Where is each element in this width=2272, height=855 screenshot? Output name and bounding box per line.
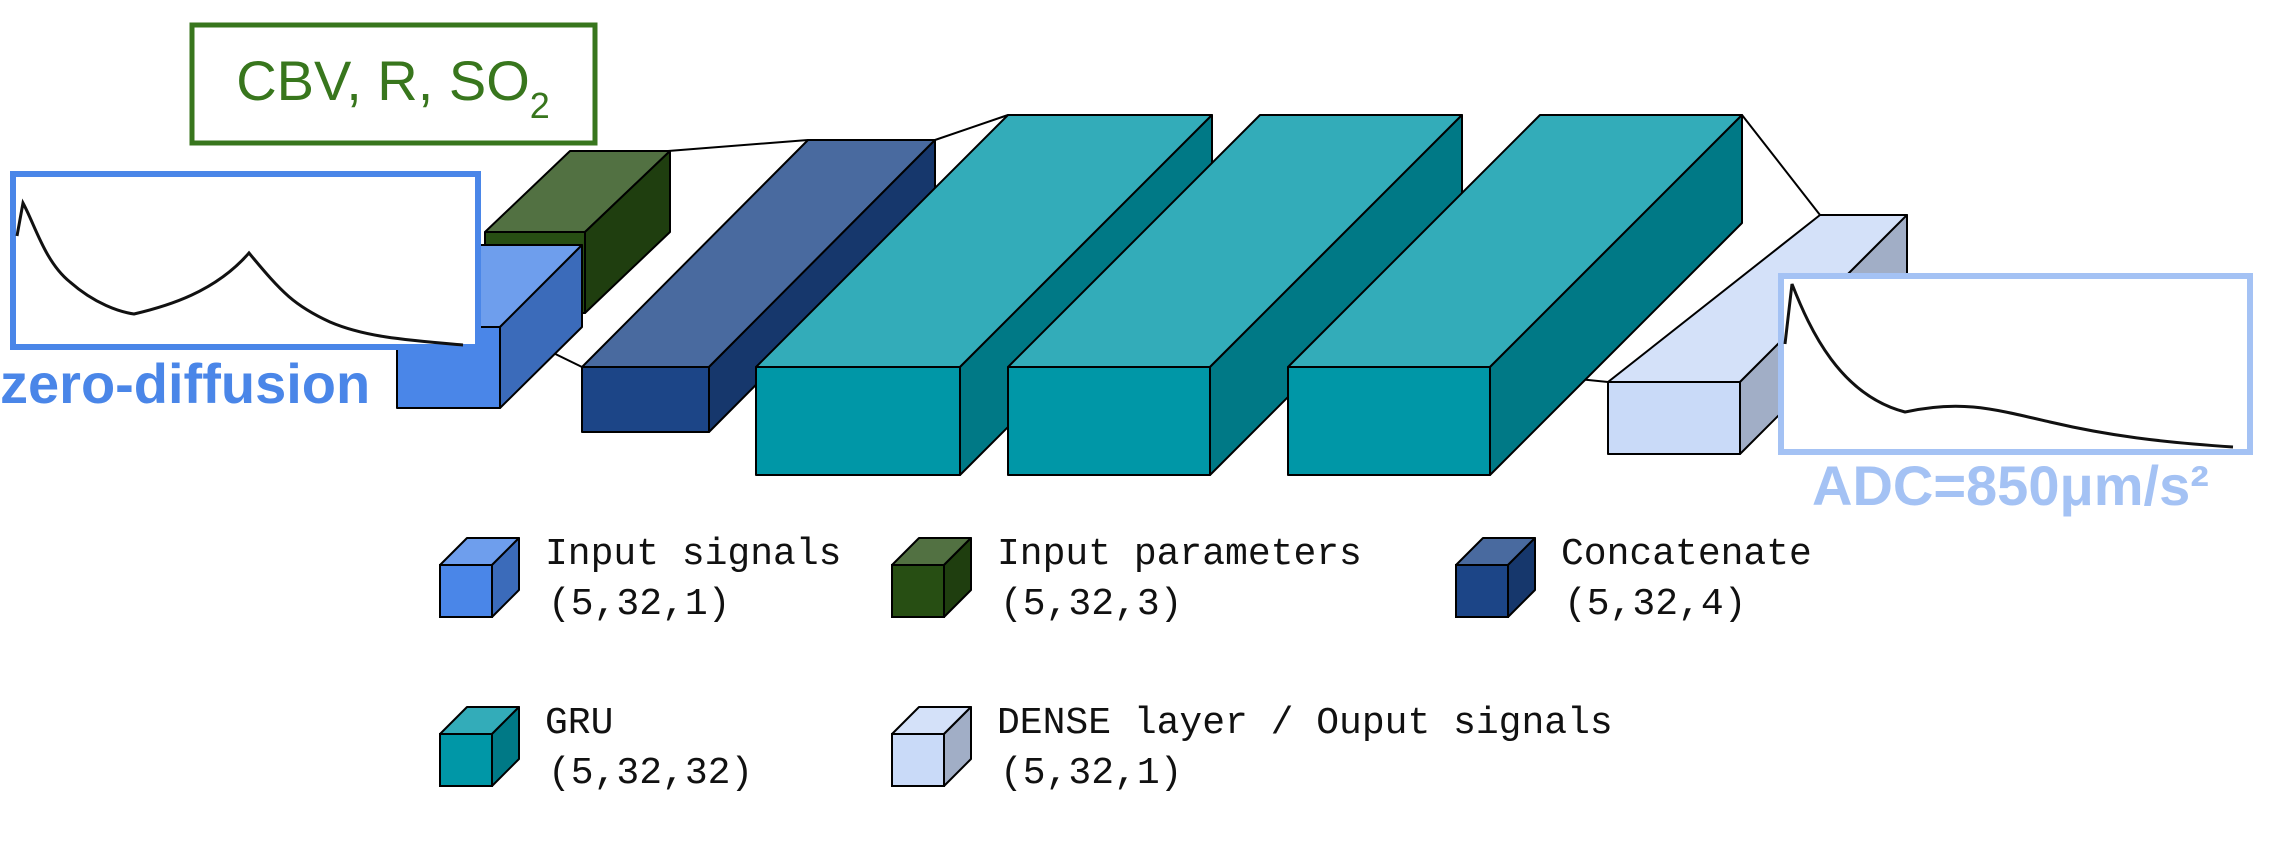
legend-swatch-front (1455, 564, 1509, 618)
legend-shape: (5,32,1) (548, 583, 730, 626)
legend-item-input_signals: Input signals (5,32,1) (439, 533, 841, 626)
legend-item-gru: GRU (5,32,32) (439, 702, 753, 795)
output-signal-label: ADC=850μm/s² (1812, 454, 2209, 517)
connector-gru-dense-top (1741, 114, 1821, 216)
legend-label: GRU (545, 702, 613, 745)
dense-output-block-front (1607, 381, 1741, 455)
input-signal-plot: zero-diffusion (0, 171, 481, 415)
parameter-box-subscript: 2 (530, 85, 550, 126)
legend-shape: (5,32,1) (1000, 752, 1182, 795)
legend-label: Input parameters (997, 533, 1362, 576)
legend-label: Input signals (545, 533, 841, 576)
output-signal-curve (1783, 283, 2234, 449)
parameter-box-frame (189, 22, 598, 146)
legend-swatch-front (439, 733, 493, 787)
legend-item-concatenate: Concatenate (5,32,4) (1455, 533, 1812, 626)
legend-shape: (5,32,4) (1564, 583, 1746, 626)
input-signal-plot-frame (10, 171, 481, 350)
input-signal-curve (15, 198, 464, 347)
gru-block-2-front (1007, 366, 1211, 476)
legend-swatch-front (439, 564, 493, 618)
connector-params-concat-top (667, 139, 809, 152)
output-signal-plot: ADC=850μm/s² (1778, 273, 2253, 517)
gru-block-2 (1007, 114, 1463, 476)
concatenate-block-front (581, 366, 710, 433)
gru-block-1-front (755, 366, 961, 476)
connector-concat-gru-top (934, 114, 1009, 141)
legend-label: Concatenate (1561, 533, 1812, 576)
gru-block-3-front (1287, 366, 1491, 476)
parameter-box-main: CBV, R, SO (236, 49, 530, 112)
legend: Input signals (5,32,1) Input parameters (5,… (439, 533, 1812, 795)
input-signal-label: zero-diffusion (0, 352, 370, 415)
legend-label: DENSE layer / Ouput signals (997, 702, 1613, 745)
legend-shape: (5,32,3) (1000, 583, 1182, 626)
gru-block-3 (1287, 114, 1743, 476)
legend-swatch-front (891, 733, 945, 787)
parameter-box-label: CBV, R, SO2 (236, 49, 550, 126)
legend-item-input_params: Input parameters (5,32,3) (891, 533, 1362, 626)
legend-item-dense: DENSE layer / Ouput signals (5,32,1) (891, 702, 1613, 795)
legend-swatch-front (891, 564, 945, 618)
output-signal-plot-frame (1778, 273, 2253, 455)
legend-shape: (5,32,32) (548, 752, 753, 795)
parameter-box: CBV, R, SO2 (189, 22, 598, 146)
